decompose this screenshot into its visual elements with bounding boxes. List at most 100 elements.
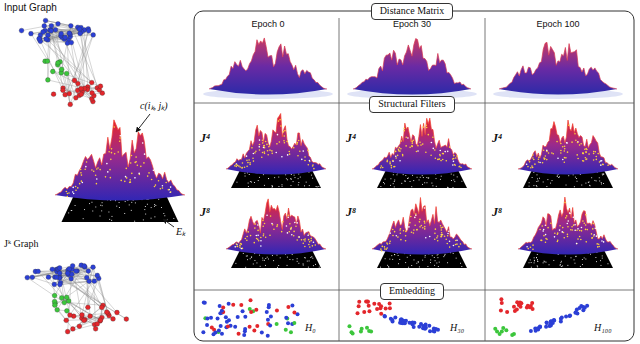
plane-dot: [434, 260, 436, 262]
plane-dot: [602, 174, 604, 176]
surface-highlight: [544, 158, 546, 160]
surface-highlight: [565, 217, 567, 219]
plane-dot: [245, 255, 247, 257]
graph-vertex: [36, 269, 41, 274]
panel-divider: [485, 18, 486, 341]
embedding-point: [221, 306, 225, 310]
surface-highlight: [557, 234, 559, 236]
surface-highlight: [560, 152, 562, 154]
surface-highlight: [430, 154, 432, 156]
embedding-point: [216, 317, 220, 321]
plane-dot: [556, 174, 558, 176]
plane-dot: [548, 264, 550, 266]
plane-dot: [302, 263, 304, 265]
embedding-point: [436, 328, 440, 332]
surface-highlight: [437, 235, 439, 237]
graph-vertex: [53, 27, 58, 32]
surface-highlight: [154, 186, 156, 188]
surface-highlight: [250, 235, 252, 237]
plane-dot: [383, 182, 385, 184]
surface-highlight: [312, 164, 314, 166]
surface-highlight: [545, 241, 547, 243]
surface-highlight: [287, 154, 289, 156]
graph-vertex: [95, 322, 100, 327]
plane-dot: [603, 173, 605, 175]
surface-highlight: [593, 151, 595, 153]
surface-highlight: [394, 231, 396, 233]
plane-dot: [268, 178, 270, 180]
surface-highlight: [455, 244, 457, 246]
surface-highlight: [400, 233, 402, 235]
surface-highlight: [279, 141, 281, 143]
plane-dot: [396, 174, 398, 176]
plane-dot: [542, 262, 544, 264]
graph-vertex: [45, 59, 50, 64]
surface-highlight: [593, 153, 595, 155]
surface-highlight: [307, 164, 309, 166]
surface-highlight: [260, 237, 262, 239]
embedding-point: [423, 327, 427, 331]
surface-highlight: [168, 189, 170, 191]
surface-highlight: [547, 227, 549, 229]
surface-highlight: [131, 155, 133, 157]
surface-highlight: [593, 159, 595, 161]
plane-dot: [281, 185, 283, 187]
plane-dot: [304, 185, 306, 187]
embedding-point: [515, 300, 519, 304]
plane-dot: [254, 259, 256, 261]
plane-dot: [599, 180, 601, 182]
surface-highlight: [546, 150, 548, 152]
plane-dot: [101, 205, 103, 207]
embedding-point: [219, 324, 223, 328]
surface-highlight: [397, 155, 399, 157]
plane-dot: [154, 203, 156, 205]
embedding-point: [538, 325, 542, 329]
surface-highlight: [453, 161, 455, 163]
graph-edge: [44, 26, 92, 99]
plane-dot: [286, 256, 288, 258]
surface-highlight: [582, 160, 584, 162]
embedding-point: [265, 310, 269, 314]
surface-highlight: [548, 152, 550, 154]
surface-highlight: [454, 164, 456, 166]
plane-dot: [134, 220, 136, 222]
plane-dot: [130, 209, 132, 211]
plane-dot: [437, 266, 439, 268]
surface-highlight: [140, 166, 142, 168]
plane-dot: [293, 174, 295, 176]
surface-highlight: [432, 148, 434, 150]
embedding-point: [499, 297, 503, 301]
surface-highlight: [425, 237, 427, 239]
surface-highlight: [286, 141, 288, 143]
surface-highlight: [308, 239, 310, 241]
surface-highlight: [596, 243, 598, 245]
surface-ridge: [372, 118, 472, 169]
surface-highlight: [265, 141, 267, 143]
surface-highlight: [539, 162, 541, 164]
plane-dot: [263, 184, 265, 186]
surface-highlight: [160, 188, 162, 190]
surface-highlight: [437, 240, 439, 242]
surface-highlight: [424, 221, 426, 223]
surface-highlight: [158, 180, 160, 182]
surface-highlight: [447, 233, 449, 235]
surface-highlight: [259, 149, 261, 151]
surface-highlight: [437, 159, 439, 161]
plane-dot: [535, 185, 537, 187]
embedding-point: [545, 321, 549, 325]
surface-highlight: [576, 229, 578, 231]
plane-dot: [272, 185, 274, 187]
surface-highlight: [411, 145, 413, 147]
surface-highlight: [296, 143, 298, 145]
surface-highlight: [579, 230, 581, 232]
surface-highlight: [428, 134, 430, 136]
surface-highlight: [607, 164, 609, 166]
embedding-point: [224, 315, 228, 319]
plane-dot: [278, 264, 280, 266]
embedding-point: [545, 321, 549, 325]
surface-highlight: [416, 229, 418, 231]
plane-dot: [265, 258, 267, 260]
graph-vertex: [29, 31, 34, 36]
surface-highlight: [255, 150, 257, 152]
plane-dot: [154, 216, 156, 218]
